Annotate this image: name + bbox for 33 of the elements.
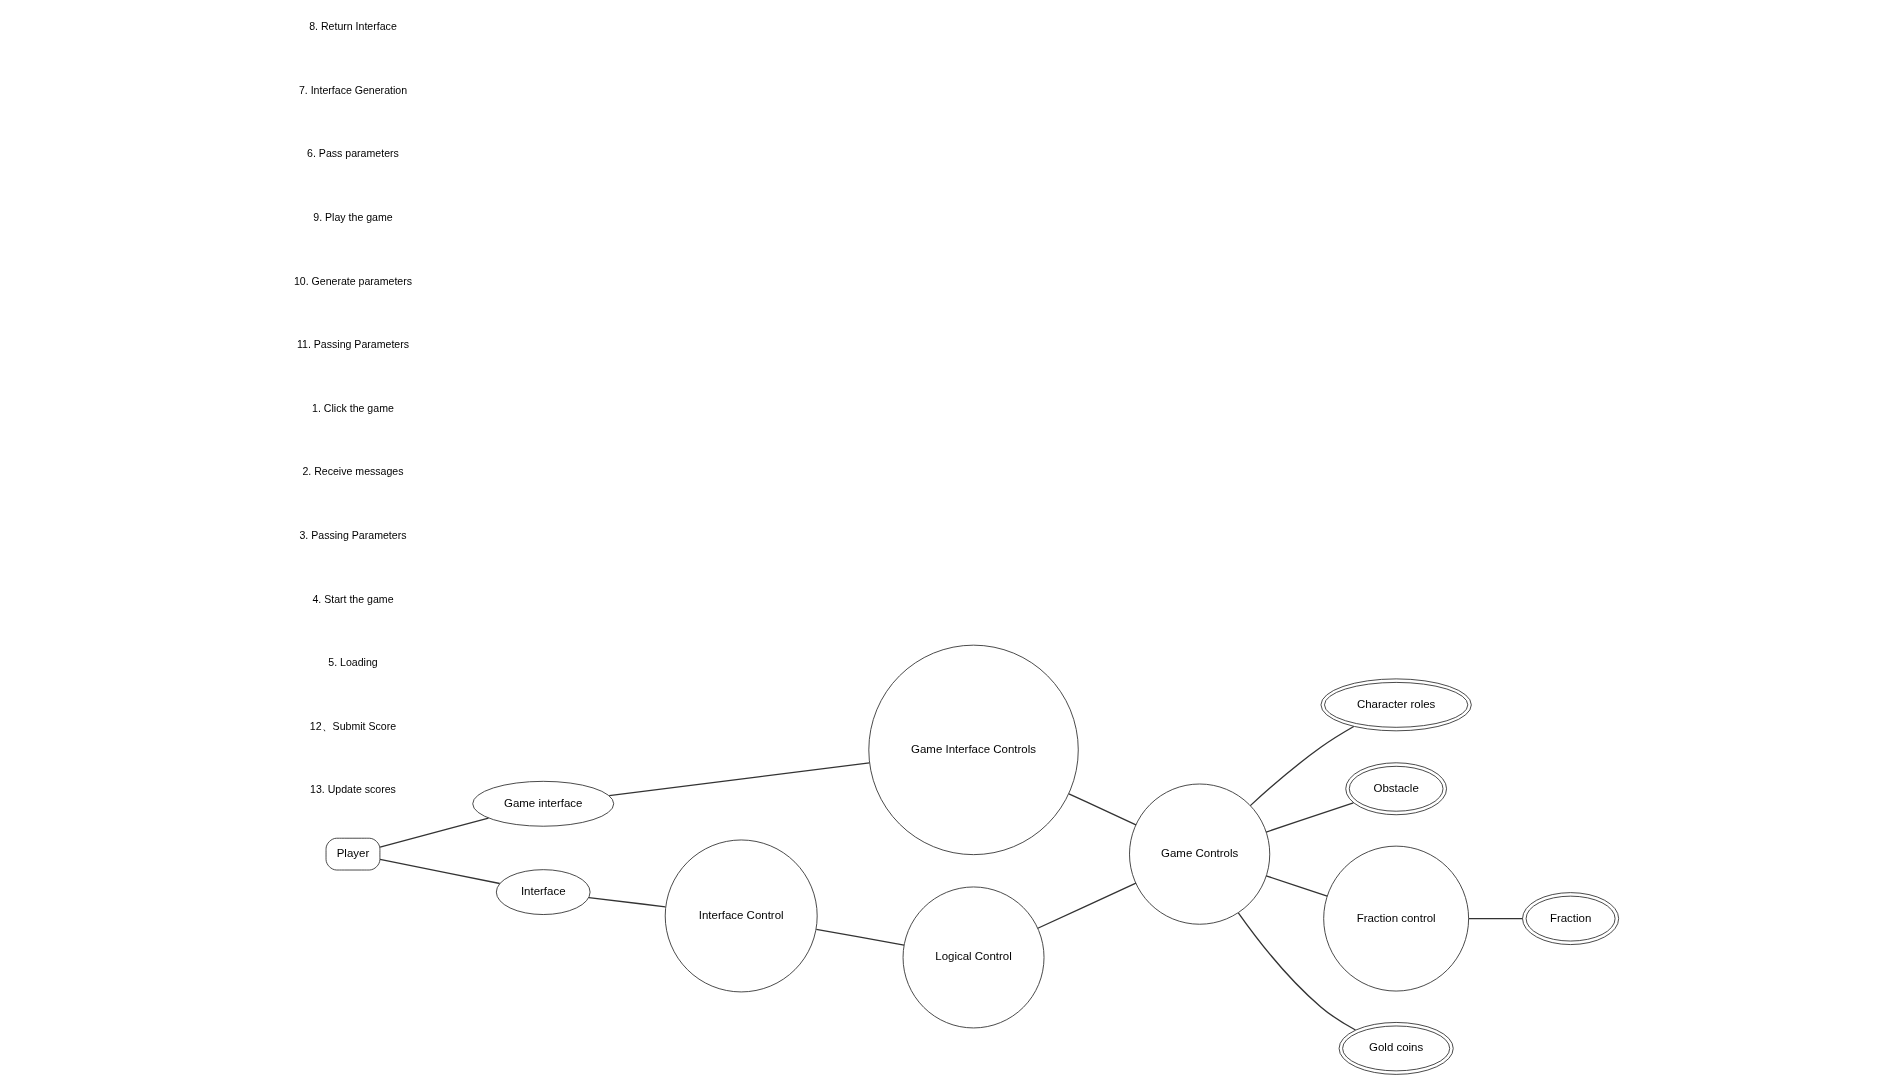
label: 6. Pass parameters (306, 147, 399, 160)
connector (1265, 802, 1354, 833)
connector (1067, 793, 1137, 826)
connector (587, 896, 666, 908)
connector (1249, 725, 1354, 807)
connector (378, 858, 500, 885)
label: 1. Click the game (311, 401, 394, 414)
label: 5. Loading (327, 656, 378, 669)
label: 10. Generate parameters (293, 274, 412, 287)
node-circle: Interface Control (664, 839, 818, 993)
label: 4. Start the game (311, 592, 394, 605)
node-ellipse: Game interface (471, 780, 614, 827)
label: 2. Receive messages (301, 465, 404, 478)
label: 7. Interface Generation (298, 83, 407, 96)
connector (1237, 912, 1356, 1031)
connector (608, 762, 870, 797)
connector (1036, 882, 1137, 929)
label: 3. Passing Parameters (298, 528, 406, 541)
node-ellipse: Interface (495, 869, 591, 915)
label: 13. Update scores (309, 783, 396, 796)
connector (1265, 875, 1328, 897)
node-box: Player (325, 837, 380, 871)
node-circle: Game Interface Controls (867, 644, 1079, 856)
connector (815, 928, 905, 946)
label: 11. Passing Parameters (296, 338, 409, 351)
connector (378, 817, 489, 848)
label: 12、Submit Score (309, 719, 396, 732)
label: 9. Play the game (312, 210, 393, 223)
node-circle: Fraction control (1322, 845, 1469, 992)
node-circle: Logical Control (902, 886, 1044, 1029)
node-circle: Game Controls (1128, 783, 1270, 925)
label: 8. Return Interface (308, 20, 397, 33)
connector (1467, 917, 1523, 920)
